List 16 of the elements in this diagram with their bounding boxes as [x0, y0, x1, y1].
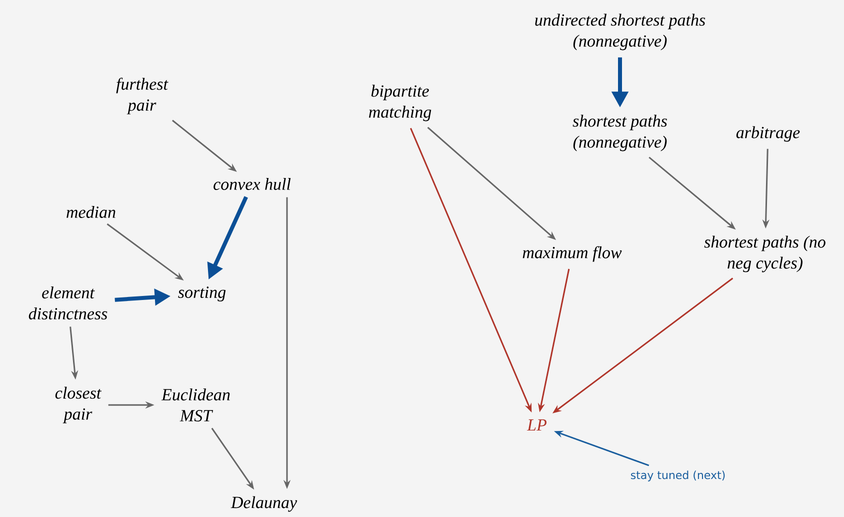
node-label: element distinctness — [28, 286, 108, 320]
node-label: convex hull — [214, 178, 291, 190]
node-label: shortest paths (nonnegative) — [572, 114, 667, 152]
node-label: bipartite matching — [368, 84, 432, 122]
node-label: sorting — [178, 286, 226, 302]
node-label: median — [66, 206, 116, 218]
node-label: undirected shortest paths (nonnegative) — [535, 14, 706, 50]
node-label: Euclidean MST — [161, 388, 230, 422]
node-label: furthest pair — [116, 78, 168, 114]
node-label: arbitrage — [736, 126, 800, 142]
node-label: shortest paths (no neg cycles) — [704, 236, 826, 272]
node-label: LP — [526, 419, 546, 431]
node-label: Delaunay — [230, 496, 298, 512]
node-label: maximum flow — [522, 246, 622, 262]
note-text: stay tuned (next) — [630, 470, 725, 482]
node-label: closest pair — [55, 386, 102, 424]
